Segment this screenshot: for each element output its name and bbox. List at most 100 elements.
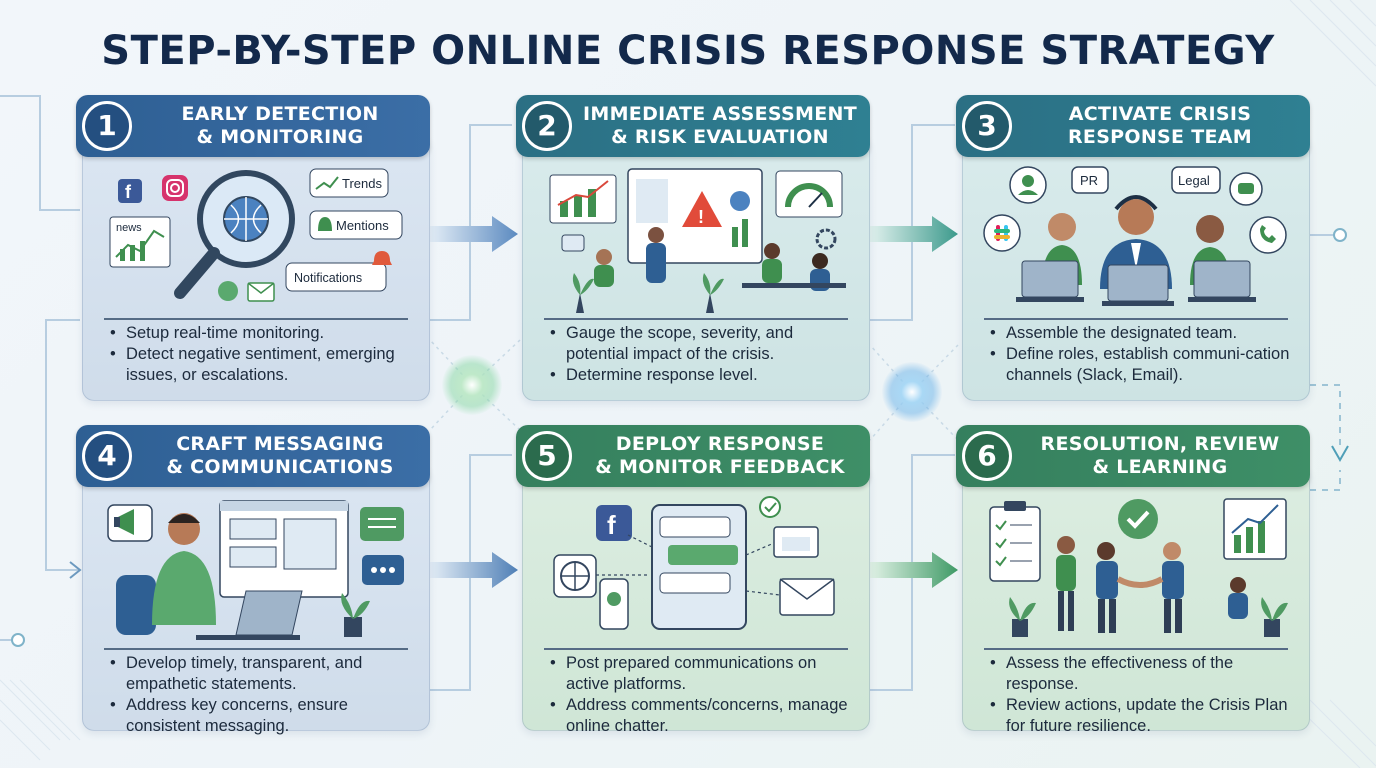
step-header: 6 RESOLUTION, REVIEW & LEARNING — [956, 425, 1310, 487]
document-window — [219, 500, 349, 598]
laptop-icon — [196, 590, 303, 640]
step-title: DEPLOY RESPONSE & MONITOR FEEDBACK — [580, 433, 860, 479]
gauge-icon — [775, 170, 843, 218]
trends-bubble — [309, 168, 389, 198]
magnifying-glass-icon — [174, 170, 295, 299]
user-bubble-icon — [1009, 166, 1047, 204]
mentions-label: Mentions — [336, 218, 389, 233]
bar-chart-icon — [549, 174, 617, 224]
phone-icon — [599, 578, 629, 630]
phone-icon — [1249, 216, 1287, 254]
bullet-item: Gauge the scope, severity, and potential… — [548, 323, 860, 365]
laptop-icon — [1188, 260, 1256, 302]
facebook-icon: f — [596, 505, 632, 541]
instagram-icon — [162, 175, 188, 201]
step-number-badge: 5 — [522, 431, 572, 481]
step-title-line-1: EARLY DETECTION — [181, 103, 379, 125]
step-title-line-2: RESPONSE TEAM — [1067, 126, 1252, 148]
step-card-6: 6 RESOLUTION, REVIEW & LEARNING Assess t… — [956, 425, 1310, 735]
step-title-line-1: RESOLUTION, REVIEW — [1040, 433, 1280, 455]
legal-label: Legal — [1178, 173, 1210, 188]
step-number-badge: 1 — [82, 101, 132, 151]
plant-icon — [572, 273, 594, 313]
flow-arrow-1-to-2 — [430, 216, 518, 252]
step-title-line-2: & MONITORING — [196, 126, 364, 148]
plant-icon — [1261, 597, 1288, 637]
step-title: EARLY DETECTION & MONITORING — [140, 103, 420, 149]
share-icon — [218, 281, 238, 301]
step-title-line-2: & MONITOR FEEDBACK — [595, 456, 845, 478]
email-icon — [247, 282, 275, 302]
success-check-icon — [1118, 499, 1158, 539]
step-title-line-2: & RISK EVALUATION — [611, 126, 829, 148]
step-title: CRAFT MESSAGING & COMMUNICATIONS — [140, 433, 420, 479]
step-header: 2 IMMEDIATE ASSESSMENT & RISK EVALUATION — [516, 95, 870, 157]
bullet-item: Address comments/concerns, manage online… — [548, 695, 860, 737]
step-number-badge: 3 — [962, 101, 1012, 151]
step-header: 3 ACTIVATE CRISIS RESPONSE TEAM — [956, 95, 1310, 157]
gear-icon — [815, 228, 837, 250]
plant-icon — [341, 593, 370, 637]
deploy-response-illustration: f — [553, 496, 835, 630]
checkmark-icon — [759, 496, 781, 518]
writer-person — [116, 513, 216, 635]
email-icon — [779, 578, 835, 616]
step-header: 1 EARLY DETECTION & MONITORING — [76, 95, 430, 157]
chat-icon — [561, 234, 585, 252]
bullet-item: Determine response level. — [548, 365, 860, 386]
card-divider — [984, 318, 1288, 320]
step-title-line-1: DEPLOY RESPONSE — [615, 433, 825, 455]
card-divider — [104, 318, 408, 320]
messaging-illustration — [107, 500, 404, 640]
flow-arrow-5-to-6 — [870, 552, 958, 588]
svg-text:f: f — [607, 510, 616, 540]
tablet-feed — [651, 504, 747, 630]
step-number-badge: 6 — [962, 431, 1012, 481]
step-header: 4 CRAFT MESSAGING & COMMUNICATIONS — [76, 425, 430, 487]
step-title: RESOLUTION, REVIEW & LEARNING — [1020, 433, 1300, 479]
bullet-item: Assemble the designated team. — [988, 323, 1300, 344]
step-bullets: Gauge the scope, severity, and potential… — [548, 323, 860, 386]
globe-icon — [553, 554, 597, 598]
bullet-item: Develop timely, transparent, and empathe… — [108, 653, 420, 695]
bullet-item: Post prepared communications on active p… — [548, 653, 860, 695]
step-bullets: Develop timely, transparent, and empathe… — [108, 653, 420, 737]
plant-icon — [702, 273, 724, 313]
assessment-illustration: ! — [549, 168, 846, 313]
bullet-item: Setup real-time monitoring. — [108, 323, 420, 344]
notifications-bubble — [285, 251, 392, 292]
pr-label: PR — [1080, 173, 1098, 188]
green-glow-node — [442, 355, 502, 415]
bullet-item: Define roles, establish communi-cation c… — [988, 344, 1300, 386]
legal-bubble — [1171, 166, 1221, 194]
bullet-item: Review actions, update the Crisis Plan f… — [988, 695, 1300, 737]
plant-icon — [1009, 597, 1036, 637]
celebrating-team — [1056, 536, 1248, 633]
flow-arrow-2-to-3 — [870, 216, 958, 252]
pr-bubble — [1071, 166, 1109, 194]
step-header: 5 DEPLOY RESPONSE & MONITOR FEEDBACK — [516, 425, 870, 487]
page-title: STEP-BY-STEP ONLINE CRISIS RESPONSE STRA… — [101, 28, 1275, 74]
growth-chart-icon — [1223, 498, 1287, 560]
step-card-2: 2 IMMEDIATE ASSESSMENT & RISK EVALUATION… — [516, 95, 870, 401]
flow-arrow-4-to-5 — [430, 552, 518, 588]
chat-bubble-icon — [1229, 172, 1263, 206]
laptop-icon — [1102, 264, 1174, 306]
bullet-item: Detect negative sentiment, emerging issu… — [108, 344, 420, 386]
step-title-line-1: IMMEDIATE ASSESSMENT — [583, 103, 857, 125]
svg-text:!: ! — [698, 207, 704, 227]
bullet-item: Assess the effectiveness of the response… — [988, 653, 1300, 695]
card-divider — [984, 648, 1288, 650]
laptop-icon — [1016, 260, 1084, 302]
typing-bubble-icon — [362, 555, 404, 585]
step-card-5: 5 DEPLOY RESPONSE & MONITOR FEEDBACK f P… — [516, 425, 870, 735]
svg-text:f: f — [125, 182, 132, 202]
team-people — [594, 227, 846, 291]
step-title-line-1: ACTIVATE CRISIS — [1068, 103, 1252, 125]
news-label: news — [116, 222, 142, 234]
notifications-label: Notifications — [294, 271, 362, 285]
card-divider — [544, 648, 848, 650]
card-divider — [104, 648, 408, 650]
mentions-bubble — [309, 210, 403, 240]
step-title-line-2: & COMMUNICATIONS — [166, 456, 394, 478]
